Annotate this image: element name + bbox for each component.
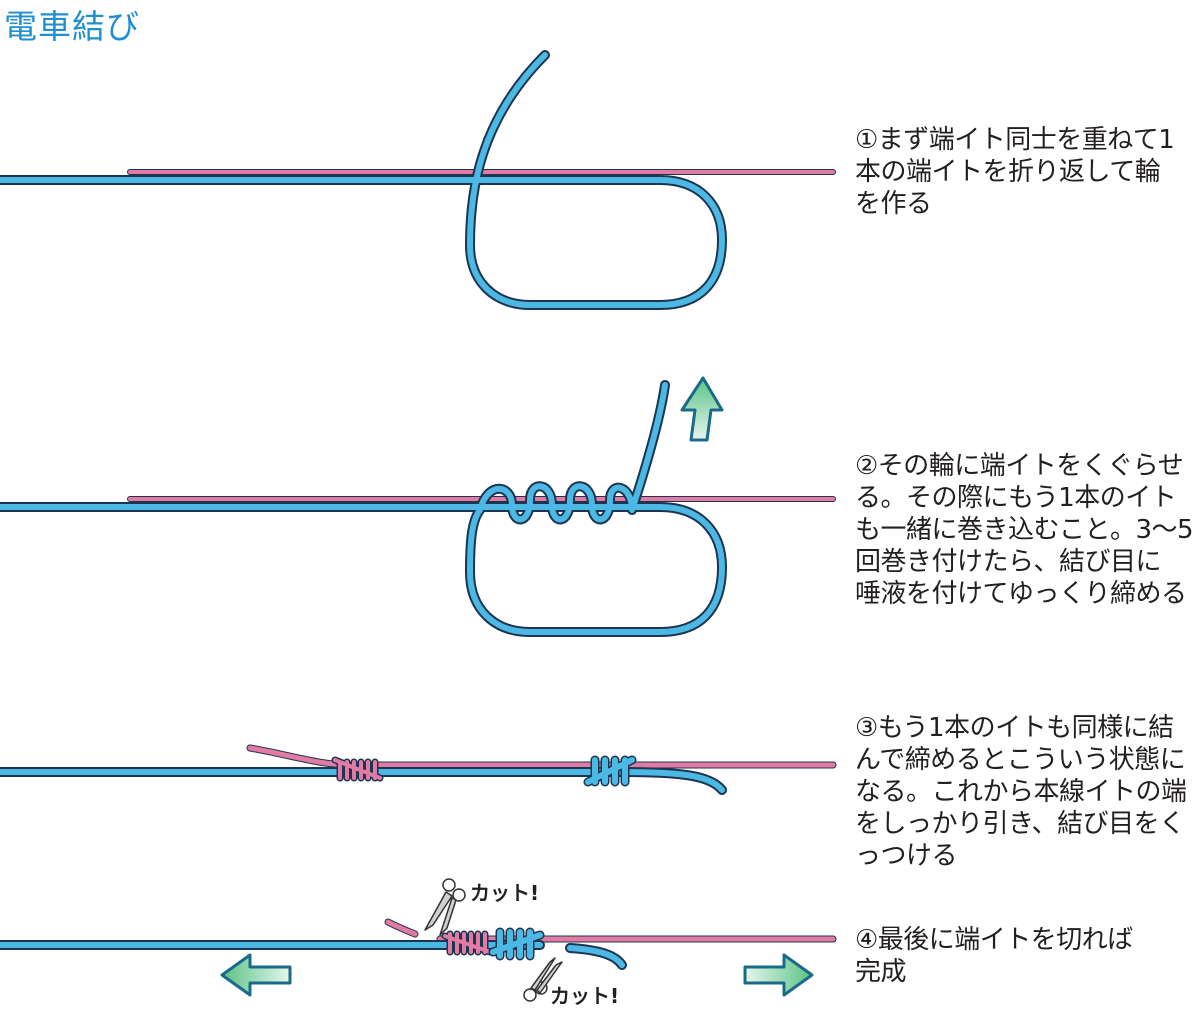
cut-label: カット! bbox=[470, 881, 539, 905]
pull-up-arrow-icon bbox=[680, 376, 724, 442]
text-line: っつける bbox=[855, 841, 958, 871]
text-line: ③もう1本のイトも同様に結 bbox=[855, 713, 1174, 743]
pink-knot-fill bbox=[333, 758, 382, 780]
text-line: を作る bbox=[855, 189, 932, 219]
step-4-text: ④最後に端イトを切れば 完成 bbox=[855, 924, 1201, 988]
step-1-text: ①まず端イト同士を重ねて1 本の端イトを折り返して輪 を作る bbox=[855, 124, 1201, 220]
text-line: をしっかり引き、結び目をく bbox=[855, 809, 1185, 839]
step3-illustration bbox=[0, 744, 837, 795]
scissors-icon bbox=[523, 957, 563, 1002]
text-line: んで締めるとこういう状態に bbox=[855, 745, 1186, 775]
text-line: なる。これから本線イトの端 bbox=[855, 777, 1187, 807]
step-2-text: ②その輪に端イトをくぐらせ る。その際にもう1本のイト も一緒に巻き込むこと。3… bbox=[855, 450, 1201, 610]
scissors-icon bbox=[424, 878, 466, 936]
step-3-text: ③もう1本のイトも同様に結 んで締めるとこういう状態に なる。これから本線イトの… bbox=[855, 712, 1201, 872]
cut-label: カット! bbox=[550, 984, 619, 1008]
step2-illustration bbox=[0, 376, 836, 637]
text-line: ①まず端イト同士を重ねて1 bbox=[855, 125, 1175, 155]
step1-illustration bbox=[0, 50, 836, 310]
text-line: 完成 bbox=[855, 957, 907, 987]
page-title: 電車結び bbox=[4, 7, 140, 46]
text-line: 回巻き付けたら、結び目に bbox=[855, 547, 1162, 577]
pull-right-arrow-icon bbox=[743, 953, 814, 997]
text-line: 本の端イトを折り返して輪 bbox=[855, 157, 1161, 187]
text-line: ④最後に端イトを切れば bbox=[855, 925, 1133, 955]
text-line: も一緒に巻き込むこと。3〜5 bbox=[855, 515, 1194, 545]
pull-left-arrow-icon bbox=[220, 953, 292, 997]
text-line: 唾液を付けてゆっくり締める bbox=[855, 579, 1187, 609]
text-line: る。その際にもう1本のイト bbox=[855, 483, 1177, 513]
text-line: ②その輪に端イトをくぐらせ bbox=[855, 451, 1184, 481]
step4-illustration bbox=[0, 878, 837, 1002]
